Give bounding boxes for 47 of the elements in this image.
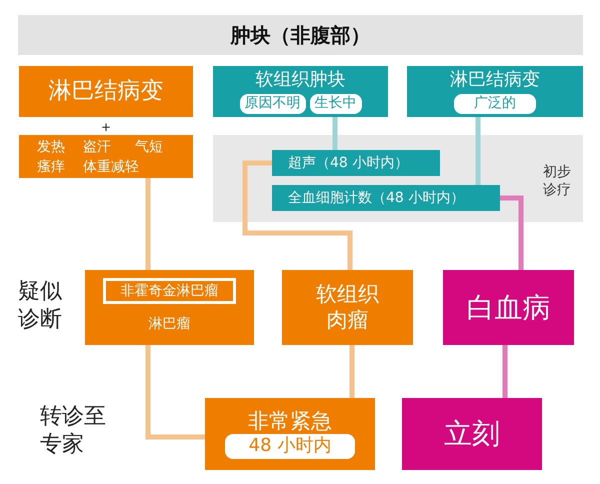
box-title: 软组织肉瘤 — [316, 282, 379, 333]
process-box — [282, 270, 413, 345]
process-box — [272, 185, 500, 211]
box-title: 非常紧急 — [248, 409, 332, 434]
process-box — [205, 398, 375, 470]
box-title: 淋巴瘤 — [148, 316, 190, 333]
box-title: 淋巴结病变 — [450, 69, 540, 92]
symptom-box — [19, 135, 193, 178]
symptom-text: 发热 — [37, 138, 66, 156]
connector-line — [476, 117, 480, 185]
side-label: + — [101, 120, 112, 135]
panel-note: 初步诊疗 — [543, 163, 571, 200]
box-title: 肿块（非腹部） — [230, 23, 370, 47]
process-box — [85, 270, 254, 345]
process-box — [19, 66, 193, 117]
connector-line — [502, 345, 508, 398]
title-band — [18, 15, 583, 55]
box-title: 立刻 — [444, 417, 500, 451]
side-label: 转诊至专家 — [40, 403, 106, 458]
box-title: 超声（48 小时内） — [288, 154, 408, 172]
tag-pill: 原因不明 — [240, 94, 306, 114]
box-title: 软组织肿块 — [256, 69, 346, 92]
connector-line — [146, 345, 205, 440]
symptom-text: 瘙痒 — [37, 158, 66, 176]
connector-line — [332, 117, 338, 150]
process-box — [402, 398, 542, 470]
symptom-text: 体重减轻 — [83, 158, 140, 176]
process-box — [407, 66, 583, 117]
symptom-text: 气短 — [135, 138, 164, 156]
box-title: 淋巴结病变 — [48, 78, 164, 106]
connector-line — [242, 160, 352, 270]
process-box — [213, 66, 388, 117]
box-title: 非霍奇金淋巴瘤 — [120, 282, 218, 300]
tag-pill: 生长中 — [310, 94, 362, 114]
tag-pill: 广泛的 — [454, 94, 536, 114]
outlined-box — [103, 278, 236, 304]
symptom-text: 盗汗 — [83, 138, 112, 156]
connector-line — [146, 178, 150, 270]
box-title: 白血病 — [466, 290, 550, 324]
process-box — [272, 150, 440, 176]
box-title: 全血细胞计数（48 小时内） — [288, 190, 464, 206]
group-panel — [213, 135, 583, 222]
connector-line — [500, 196, 524, 270]
process-box — [443, 270, 574, 345]
connector-line — [350, 345, 354, 398]
tag-pill: 48 小时内 — [224, 434, 356, 459]
side-label: 疑似诊断 — [18, 278, 62, 333]
